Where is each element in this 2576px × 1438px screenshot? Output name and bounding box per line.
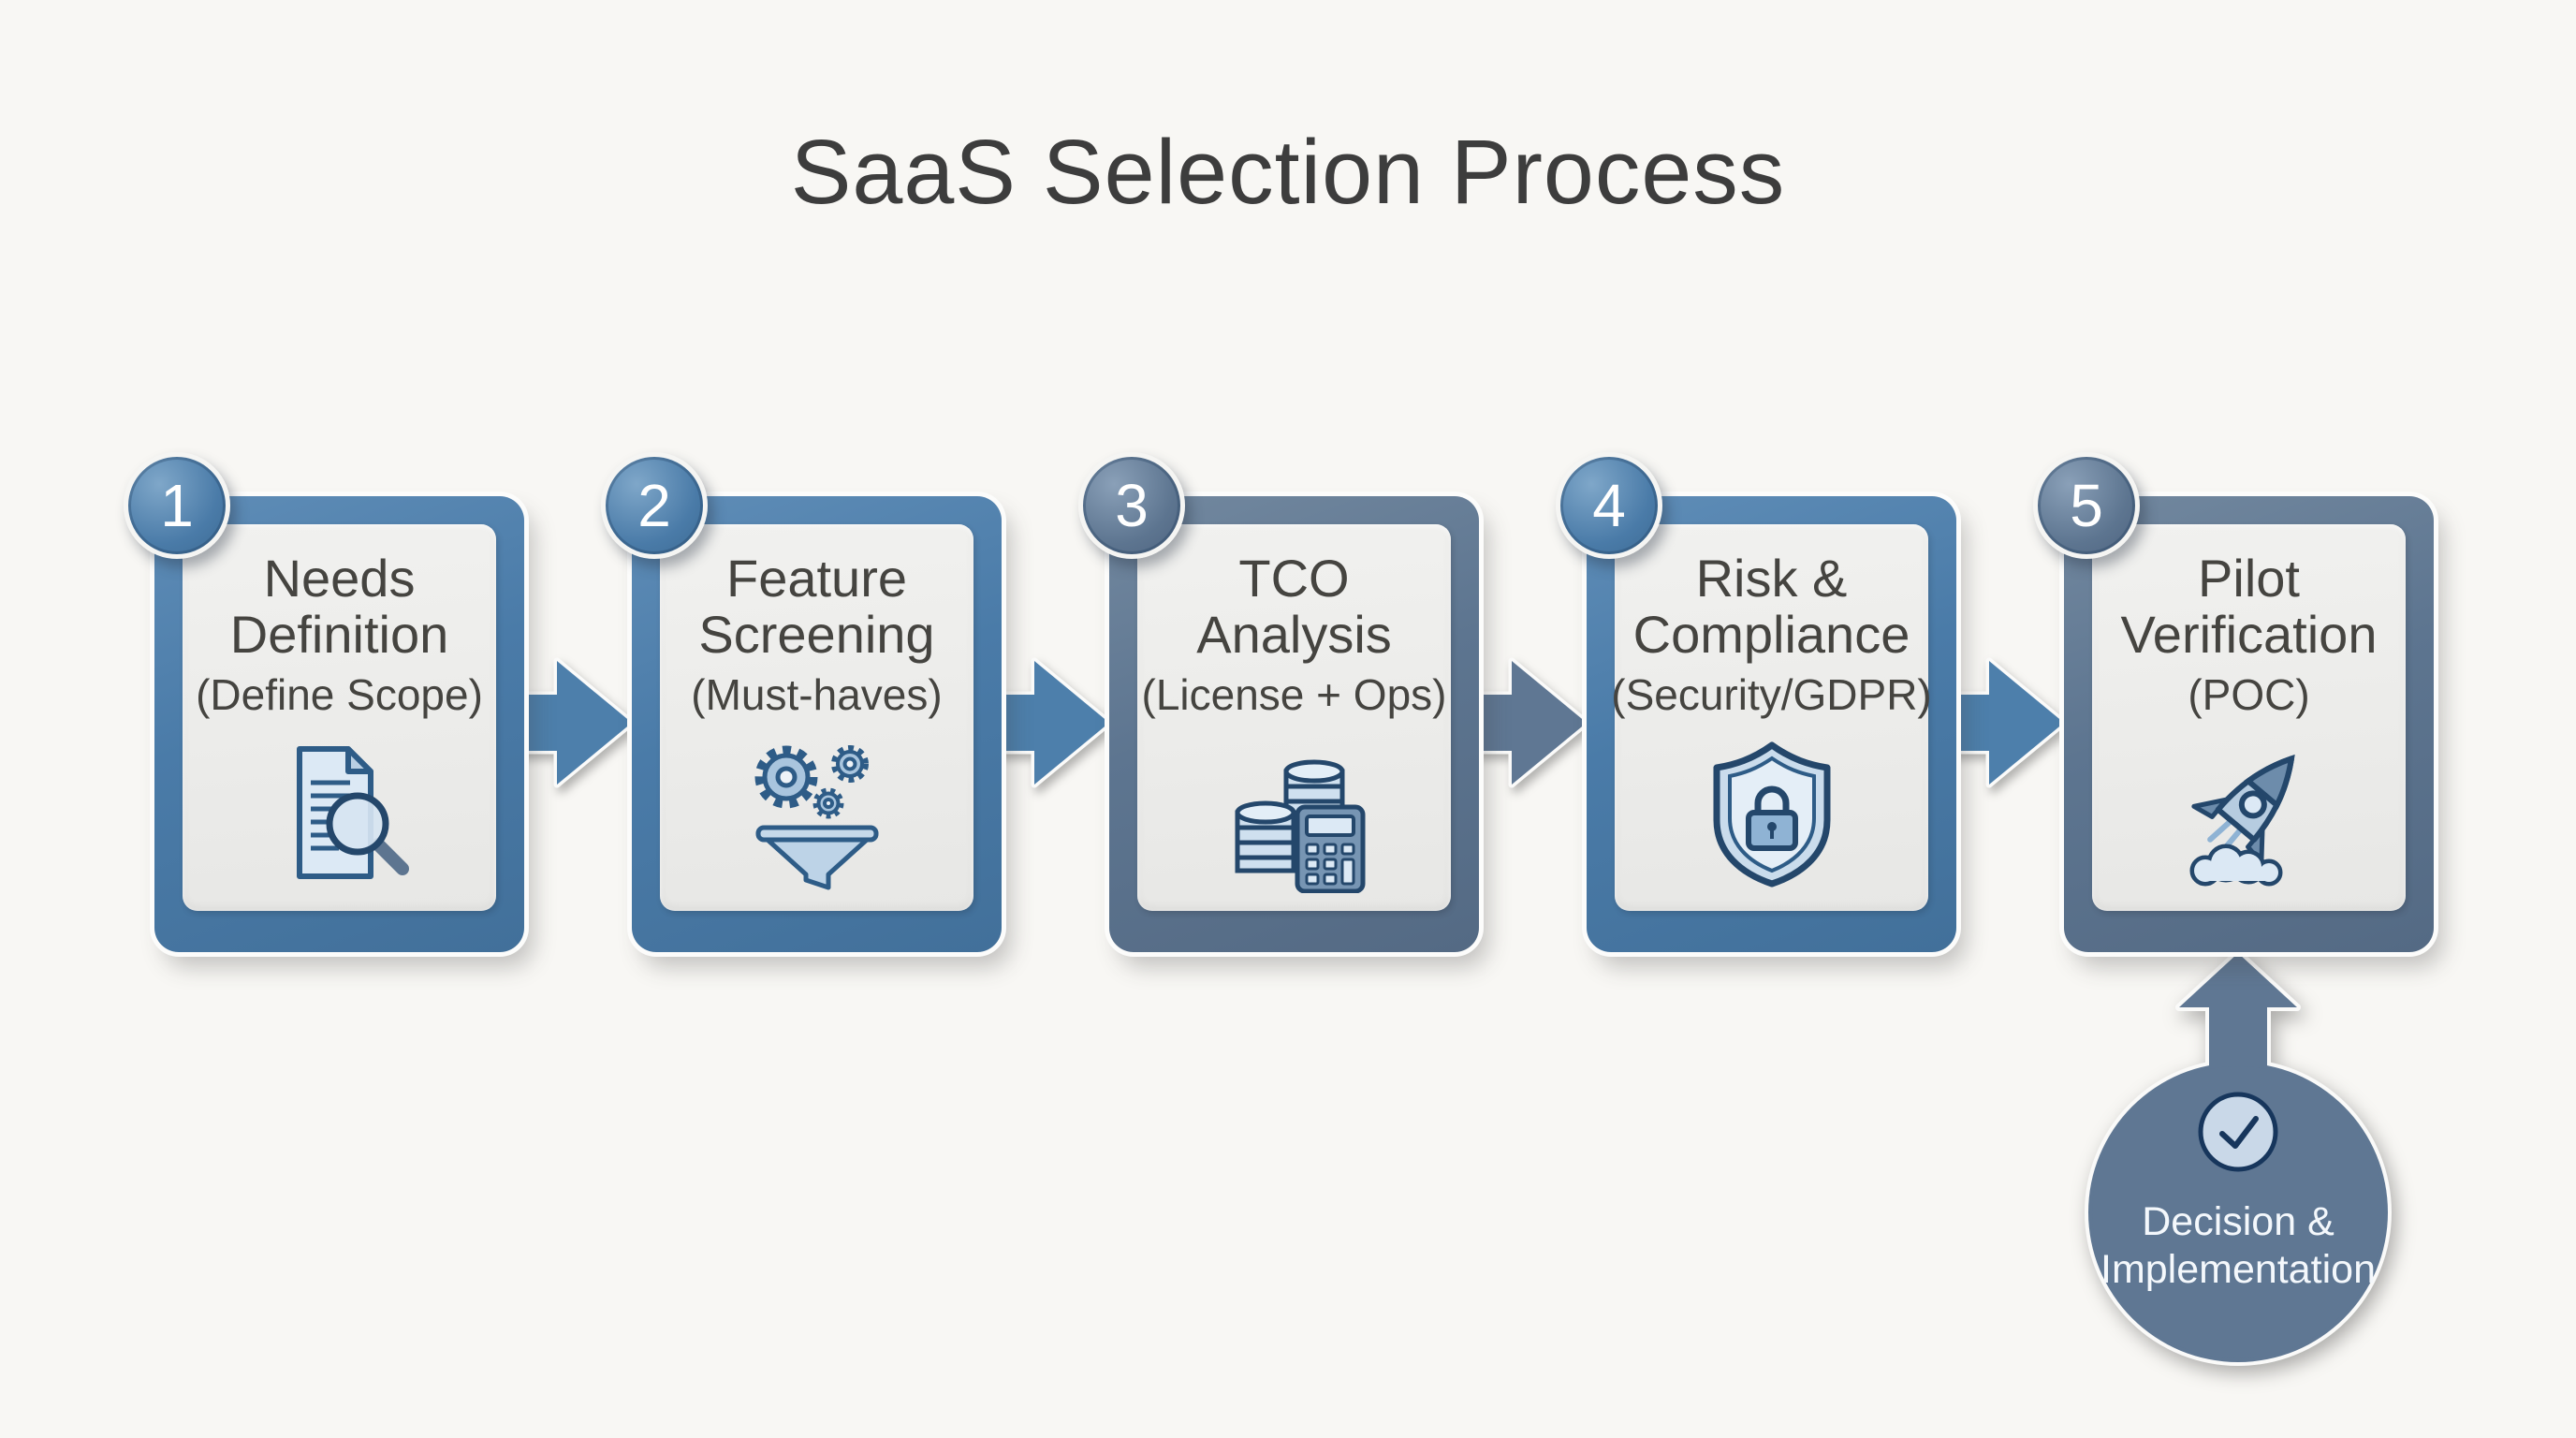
step-number: 3: [1115, 472, 1149, 539]
step-card-5: 5 Pilot Verification (POC): [2033, 452, 2434, 952]
step-number: 1: [160, 472, 194, 539]
step-panel: Risk & Compliance (Security/GDPR): [1611, 524, 1932, 911]
step-number: 4: [1592, 472, 1626, 539]
rocket-launch-icon: [2189, 754, 2295, 887]
step-subtitle: (License + Ops): [1141, 670, 1447, 719]
step-card-3: 3 TCO Analysis (License + Ops): [1078, 452, 1479, 952]
step-number: 5: [2070, 472, 2103, 539]
step-number-badge: 1: [124, 452, 230, 559]
document-magnifier-icon: [296, 746, 409, 879]
step-title: Needs Definition: [229, 549, 449, 664]
coins-calculator-icon: [1235, 759, 1365, 893]
step-number-badge: 3: [1078, 452, 1185, 559]
step-panel: Needs Definition (Define Scope): [183, 524, 496, 911]
step-subtitle: (Define Scope): [196, 670, 483, 719]
gears-funnel-icon: [754, 745, 878, 890]
check-circle-icon: [2198, 1092, 2278, 1172]
step-number-badge: 4: [1556, 452, 1662, 559]
step-title: Risk & Compliance: [1632, 549, 1910, 664]
step-subtitle: (Security/GDPR): [1611, 670, 1932, 719]
step-title: TCO Analysis: [1196, 549, 1392, 664]
step-card-2: 2 Feature Screening (Must-haves): [601, 452, 1002, 952]
decision-bubble: Decision & Implementation: [2084, 947, 2393, 1367]
step-title: Feature Screening: [698, 549, 935, 664]
step-panel: Feature Screening (Must-haves): [660, 524, 973, 911]
step-title: Pilot Verification: [2120, 549, 2378, 664]
page-title: SaaS Selection Process: [790, 121, 1786, 223]
step-panel: Pilot Verification (POC): [2092, 524, 2406, 911]
step-subtitle: (Must-haves): [691, 670, 943, 719]
step-number-badge: 2: [601, 452, 708, 559]
step-card-1: 1 Needs Definition (Define Scope): [124, 452, 524, 952]
step-number-badge: 5: [2033, 452, 2140, 559]
decision-label: Decision & Implementation: [2100, 1199, 2376, 1292]
arrow-up-circle-shape: [2085, 949, 2392, 1366]
step-number: 2: [637, 472, 671, 539]
step-subtitle: (POC): [2188, 670, 2310, 719]
step-card-4: 4 Risk & Compliance (Security/GDPR): [1556, 452, 1956, 952]
shield-lock-icon: [1713, 741, 1830, 888]
step-panel: TCO Analysis (License + Ops): [1137, 524, 1451, 911]
